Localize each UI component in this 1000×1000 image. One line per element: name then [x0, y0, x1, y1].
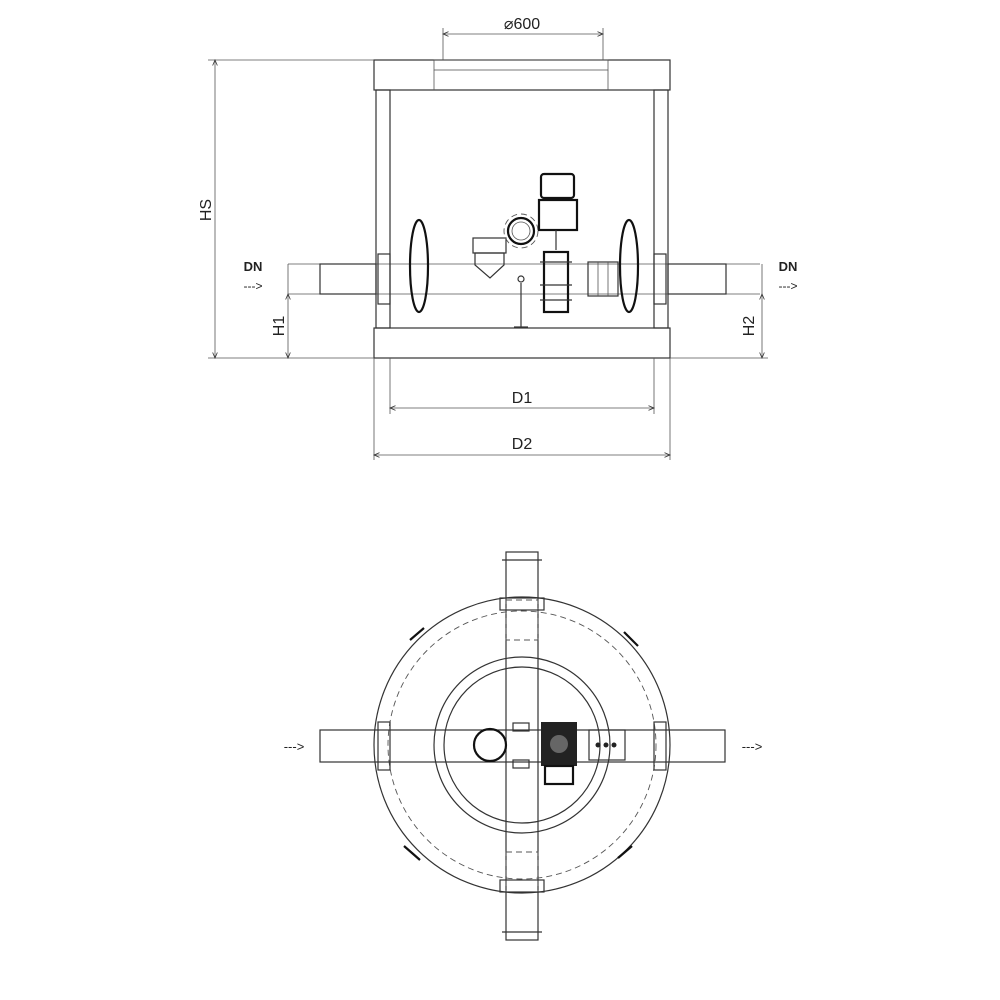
flow-arrow-plan-out: --->	[742, 739, 763, 754]
flow-arrow-right-top: --->	[779, 279, 798, 293]
dim-opening	[443, 28, 603, 60]
top-slab	[373, 59, 671, 91]
wall-dashed-circle	[387, 610, 657, 880]
meter-top-view	[588, 729, 626, 761]
gauge	[503, 213, 539, 249]
pipe-hidden-top	[505, 599, 539, 641]
actuator-top-view	[541, 722, 577, 786]
actuator-valve	[537, 172, 579, 314]
opening-outer-circle	[433, 656, 611, 834]
pipeline	[288, 253, 760, 305]
flange-right	[653, 721, 667, 771]
flange-bottom	[499, 879, 545, 893]
meter	[587, 261, 619, 297]
flow-arrow-plan-in: --->	[284, 739, 305, 754]
h2-label: H2	[741, 316, 758, 337]
dim-hs	[208, 60, 374, 358]
support-post	[514, 275, 528, 328]
hs-label: HS	[198, 199, 215, 221]
opening-diameter-label: ⌀600	[504, 16, 540, 33]
right-handwheel	[618, 218, 640, 314]
handwheel-marks	[403, 627, 639, 861]
support-top	[512, 722, 530, 732]
h1-label: H1	[271, 316, 288, 337]
dim-h2	[670, 264, 768, 358]
pipe-hidden-bottom	[505, 851, 539, 893]
horizontal-pipe	[319, 729, 726, 763]
flange-top	[499, 597, 545, 611]
dn-right-label: DN	[779, 259, 798, 274]
flow-arrow-left-top: --->	[244, 279, 263, 293]
left-handwheel	[408, 218, 430, 314]
d1-label: D1	[512, 390, 533, 407]
support-bottom	[512, 759, 530, 769]
elevation-view: ⌀600 HS DN ---> DN ---> H1 H2 D1	[198, 16, 798, 460]
d2-label: D2	[512, 436, 533, 453]
plan-view: ---> --->	[284, 551, 763, 941]
filter	[472, 237, 507, 279]
flange-left	[377, 721, 391, 771]
filter-top-view	[472, 727, 508, 763]
outer-shaft-circle	[373, 596, 671, 894]
base-slab	[373, 327, 671, 359]
dim-d1	[390, 358, 654, 414]
dn-left-label: DN	[244, 259, 263, 274]
dim-d2	[374, 358, 670, 460]
